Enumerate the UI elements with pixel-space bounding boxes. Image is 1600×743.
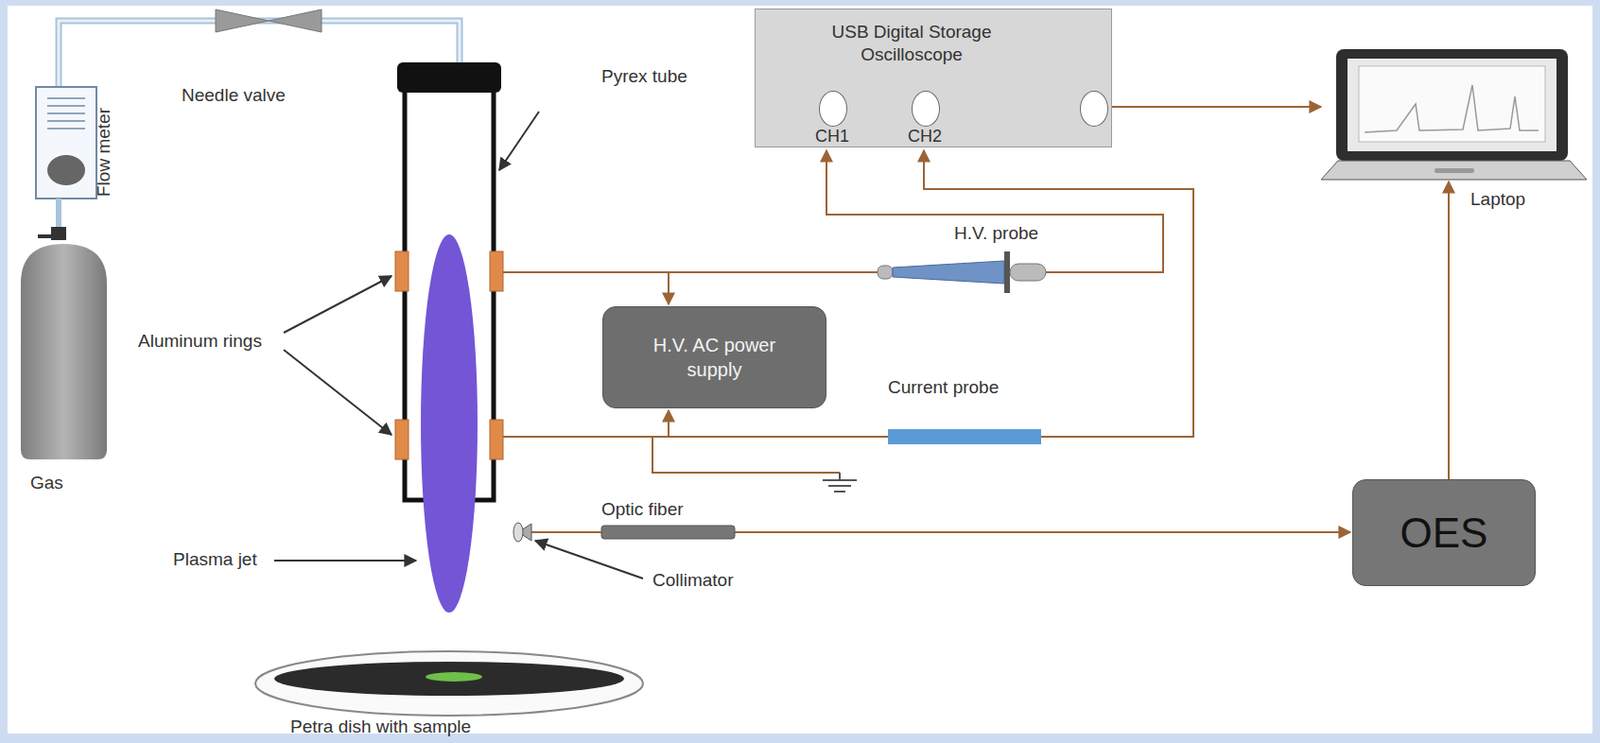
part-label: Gas [30, 472, 64, 494]
signal-arrow [1447, 181, 1450, 480]
part-label: Collimator [652, 570, 734, 592]
laptop-outline [1321, 47, 1587, 182]
leader-lines [274, 111, 644, 579]
gas-cylinder [20, 243, 107, 460]
channel-label: CH2 [896, 126, 954, 147]
needle-valve [215, 9, 322, 33]
cylinder-valve [51, 226, 67, 241]
channel-socket [818, 90, 848, 127]
dish-sample [274, 661, 625, 696]
part-label: Optic fiber [601, 499, 684, 521]
power-supply-box: H.V. AC power supply [602, 306, 827, 409]
channel-socket [1079, 90, 1109, 127]
aluminum-rings [395, 251, 504, 460]
petri-dish [255, 651, 644, 716]
part-label: H.V. probe [954, 223, 1039, 244]
part-label: Petra dish with sample [290, 716, 471, 738]
oscilloscope-box: USB Digital Storage OscilloscopeCH1 CH2 [754, 8, 1113, 148]
box-label: H.V. AC power supply [643, 332, 786, 383]
optic-fiber [601, 525, 735, 540]
flow-meter [35, 86, 97, 199]
tube-cap [397, 62, 502, 93]
current-probe [887, 429, 1042, 445]
box-label: OES [1400, 509, 1489, 557]
laptop-icon: Laptop [1321, 47, 1587, 182]
sample [425, 672, 483, 682]
part-label: Flow meter [93, 107, 115, 197]
wires [503, 150, 1351, 533]
channel-label: CH1 [803, 126, 861, 147]
collimator-lens [513, 522, 523, 542]
box-title: USB Digital Storage Oscilloscope [802, 20, 1021, 67]
ground-symbol [822, 472, 857, 492]
part-label: Current probe [887, 377, 999, 399]
part-label: Aluminum rings [138, 330, 262, 352]
signal-arrow [1112, 105, 1322, 108]
flow-meter-scale [47, 98, 86, 129]
channel-socket [911, 90, 940, 127]
laptop-label: Laptop [1470, 189, 1526, 210]
part-label: Needle valve [181, 85, 286, 106]
valve-handle [37, 234, 52, 239]
oes-box: OES [1352, 479, 1536, 587]
plasma-jet [420, 234, 478, 613]
fiber-cable [529, 531, 602, 534]
hv-probe [877, 251, 1046, 294]
part-label: Pyrex tube [601, 66, 688, 87]
flow-meter-float [47, 155, 86, 186]
part-label: Plasma jet [173, 549, 258, 571]
